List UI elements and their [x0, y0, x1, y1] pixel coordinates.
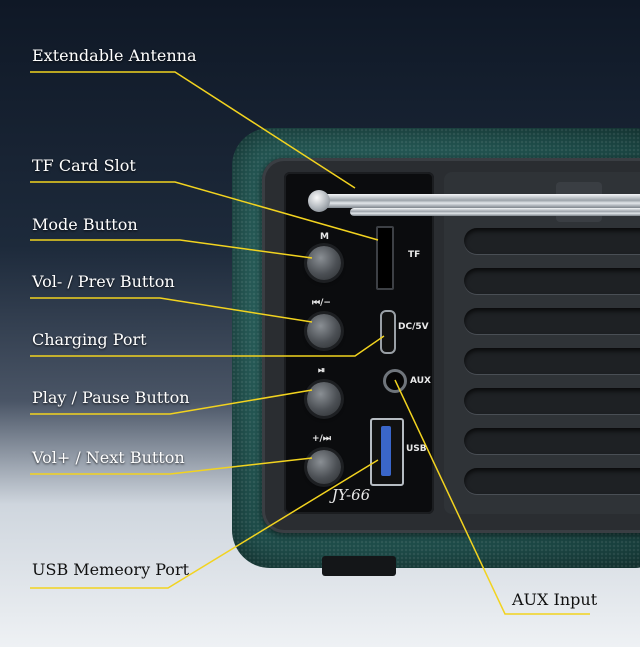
usb-label: USB: [406, 444, 427, 454]
callout-vol-plus: Vol+ / Next Button: [32, 448, 185, 467]
next-label: +/⏭: [312, 434, 331, 444]
antenna-rod: [320, 194, 640, 208]
mode-label: M: [320, 232, 329, 242]
grille-slot: [464, 388, 640, 414]
leader-vol-minus: [30, 297, 313, 323]
leader-usb: [30, 459, 379, 589]
leader-aux: [394, 379, 590, 615]
callout-vol-minus: Vol- / Prev Button: [32, 272, 175, 291]
callout-charging: Charging Port: [32, 330, 147, 349]
grille-slot: [464, 228, 640, 254]
mode-button: [307, 246, 341, 280]
tf-card-slot: [376, 226, 394, 290]
callout-mode: Mode Button: [32, 215, 138, 234]
vol-minus-button: [307, 314, 341, 348]
usb-port: [370, 418, 404, 486]
dc-label: DC/5V: [398, 322, 429, 332]
callout-tf-slot: TF Card Slot: [32, 156, 136, 175]
leader-mode: [30, 239, 313, 259]
radio-foot: [322, 556, 396, 576]
callout-aux: AUX Input: [512, 590, 598, 609]
callout-usb: USB Memeory Port: [32, 560, 190, 579]
antenna-rod-segment: [350, 208, 640, 216]
callout-antenna: Extendable Antenna: [32, 46, 197, 65]
leader-play: [30, 389, 313, 415]
grille-slot: [464, 348, 640, 374]
aux-label: AUX: [410, 376, 431, 386]
grille-slot: [464, 308, 640, 334]
play-label: ⏯: [318, 366, 326, 376]
play-pause-button: [307, 382, 341, 416]
vol-plus-button: [307, 450, 341, 484]
charging-port: [380, 310, 396, 354]
antenna-tip: [308, 190, 330, 212]
leader-antenna: [30, 71, 356, 189]
grille-slot: [464, 268, 640, 294]
model-label: JY-66: [331, 486, 371, 504]
prev-label: ⏮/−: [312, 298, 331, 308]
grille-slot: [464, 428, 640, 454]
leader-tf: [30, 181, 379, 241]
grille-slot: [464, 468, 640, 494]
tf-label: TF: [408, 250, 421, 260]
callout-play-pause: Play / Pause Button: [32, 388, 190, 407]
leader-vol-plus: [30, 457, 313, 475]
leader-charging: [30, 335, 385, 357]
